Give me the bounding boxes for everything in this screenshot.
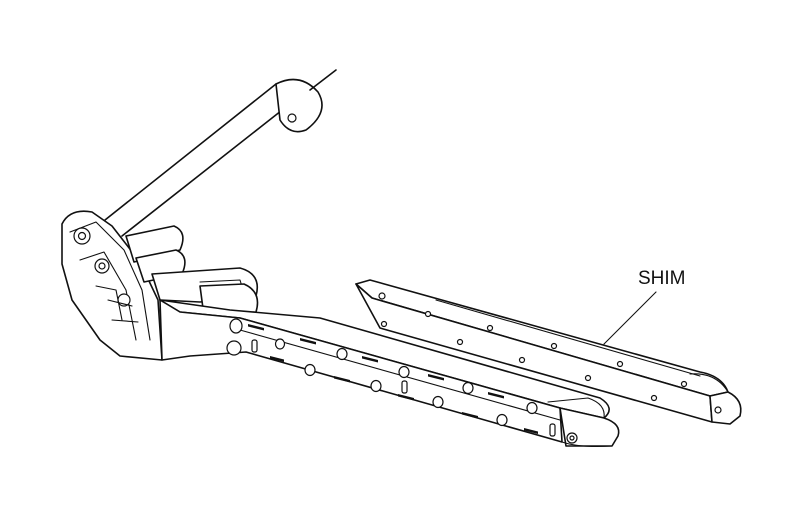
callout-leader-line — [603, 291, 657, 345]
main-arm-holes — [226, 318, 538, 427]
upper-strut — [104, 69, 337, 237]
shim-plate — [355, 279, 742, 425]
pivot-cylinders — [125, 225, 259, 317]
hinge-bracket — [61, 210, 163, 361]
main-arm-slots — [248, 324, 556, 437]
shim-holes — [378, 292, 688, 402]
shim-callout: SHIM — [603, 268, 686, 345]
shim-label: SHIM — [638, 268, 686, 289]
main-arm — [159, 299, 620, 448]
